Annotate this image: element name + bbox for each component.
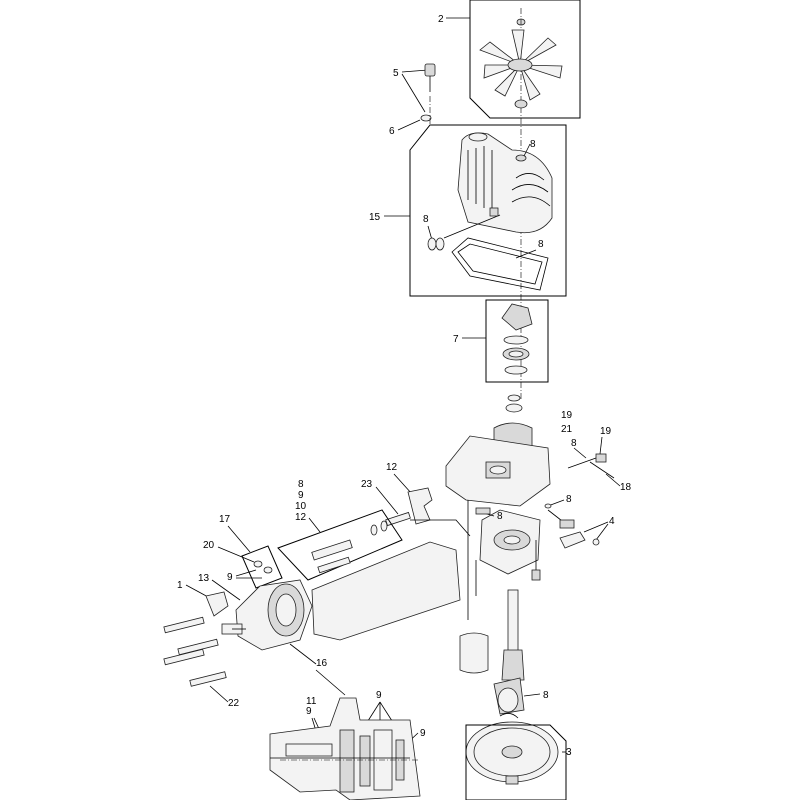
callout-9-a: 9 [298, 490, 304, 501]
callout-4: 4 [609, 516, 615, 527]
callout-9-e: 9 [420, 728, 426, 739]
center-section-group: 19 21 8 19 18 8 4 8 [445, 394, 632, 620]
fan-group-box [469, 0, 581, 119]
callout-8-a: 8 [530, 139, 536, 150]
housing-cover-box [409, 124, 567, 297]
bracket [407, 487, 433, 525]
cover-housing [457, 132, 553, 234]
callout-9-c: 9 [306, 706, 312, 717]
callout-8-c: 8 [538, 239, 544, 250]
bracket-group: 12 23 [361, 462, 433, 527]
callout-12-b: 12 [295, 512, 307, 523]
cross-section-inset: 11 9 9 9 [269, 690, 426, 801]
output-group: 8 3 [459, 589, 572, 801]
callout-13: 13 [198, 573, 210, 584]
callout-8-e: 8 [566, 494, 572, 505]
piston-sleeve [459, 632, 489, 674]
callout-8-f: 8 [497, 511, 503, 522]
callout-5: 5 [393, 68, 399, 79]
callout-8-h: 8 [298, 479, 304, 490]
gasket [451, 237, 549, 291]
callout-11: 11 [306, 696, 317, 707]
callout-1: 1 [177, 580, 183, 591]
callout-8-b: 8 [423, 214, 429, 225]
callout-12-a: 12 [386, 462, 398, 473]
fan-icon [479, 29, 563, 101]
callout-22: 22 [228, 698, 240, 709]
bearing-kit-box [485, 299, 549, 383]
motor-group: 8 9 10 12 17 20 9 1 13 [163, 479, 471, 709]
callout-21: 21 [561, 424, 573, 435]
callout-17: 17 [219, 514, 231, 525]
callout-20: 20 [203, 540, 215, 551]
callout-10: 10 [295, 501, 307, 512]
callout-18: 18 [620, 482, 632, 493]
callout-2: 2 [438, 14, 444, 25]
housing-cover-group: 15 8 8 8 [369, 124, 567, 297]
callout-19-a: 19 [561, 410, 573, 421]
callout-6: 6 [389, 126, 395, 137]
callout-15: 15 [369, 212, 381, 223]
pulley-box [465, 724, 567, 801]
callout-23: 23 [361, 479, 373, 490]
seal-kit-box [277, 509, 403, 581]
callout-8-d: 8 [571, 438, 577, 449]
callout-19-b: 19 [600, 426, 612, 437]
bearing-kit-group: 7 [453, 299, 549, 383]
callout-3: 3 [566, 747, 572, 758]
callout-9-b: 9 [227, 572, 233, 583]
callout-7: 7 [453, 334, 459, 345]
housing-tube [311, 541, 461, 641]
callout-16: 16 [316, 658, 328, 669]
callout-8-g: 8 [543, 690, 549, 701]
callout-9-d: 9 [376, 690, 382, 701]
gasket-kit-box [241, 545, 283, 589]
bracket-plate [205, 591, 229, 617]
